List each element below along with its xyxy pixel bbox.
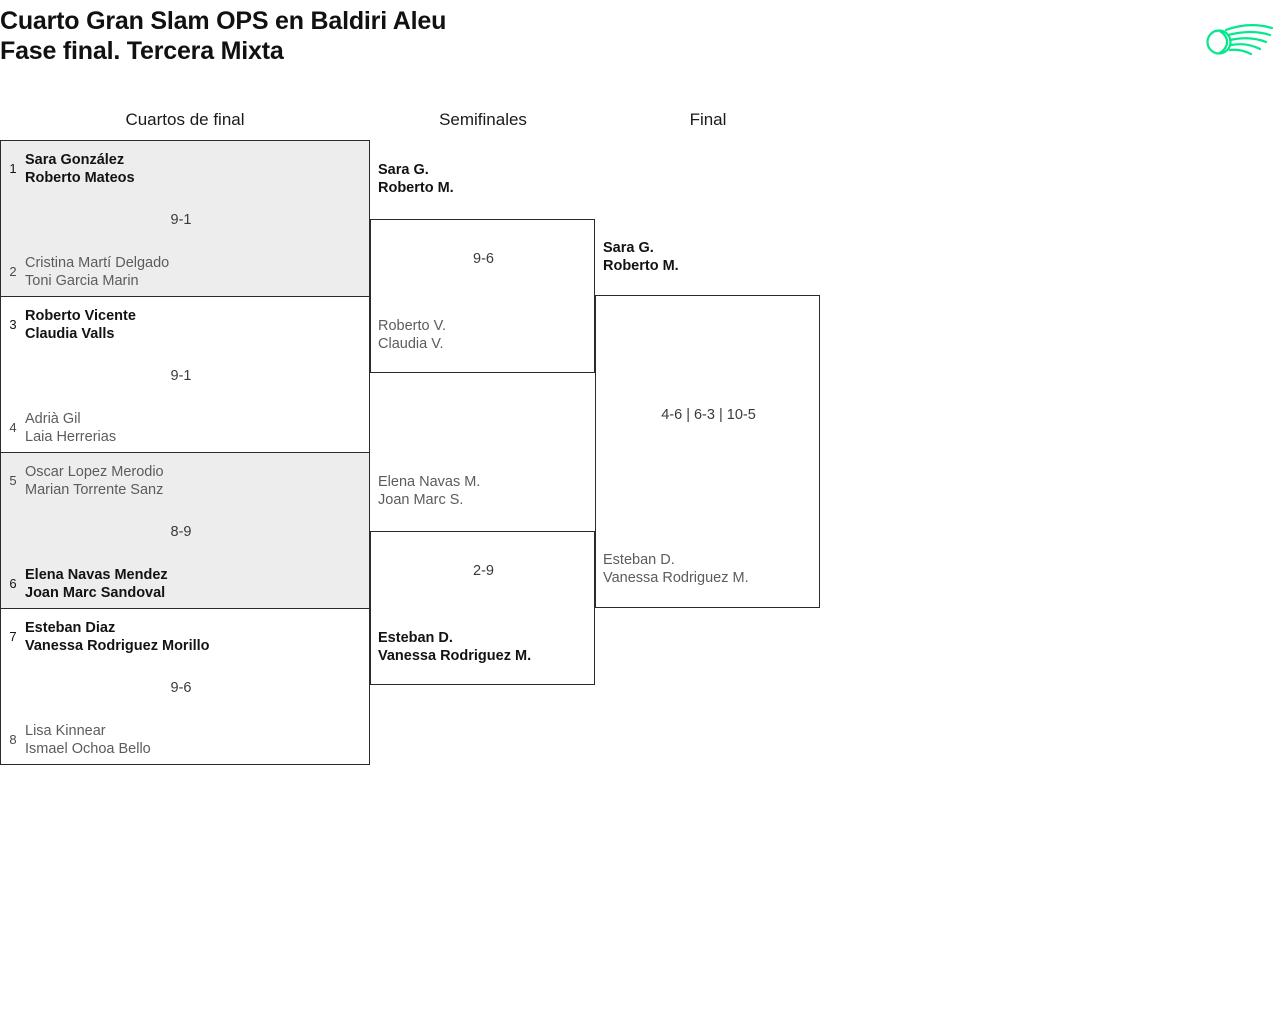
- player-name: Sara González: [25, 152, 125, 168]
- team-names: Lisa Kinnear Ismael Ochoa Bello: [25, 722, 151, 758]
- bracket-team[interactable]: Sara G. Roberto M.: [603, 239, 679, 275]
- match-score: 8-9: [170, 524, 192, 540]
- seed-number: 8: [9, 732, 17, 747]
- team-names: Cristina Martí Delgado Toni Garcia Marin: [25, 254, 169, 290]
- player-name: Roberto M.: [603, 258, 679, 274]
- team-names: Oscar Lopez Merodio Marian Torrente Sanz: [25, 463, 164, 499]
- player-name: Esteban Diaz: [25, 620, 116, 636]
- quarterfinal-match-4[interactable]: 7 Esteban Diaz Vanessa Rodriguez Morillo…: [0, 608, 370, 765]
- title-line-2: Fase final. Tercera Mixta: [0, 37, 284, 65]
- team-names: Sara González Roberto Mateos: [25, 151, 135, 187]
- seed-number: 2: [9, 264, 17, 279]
- player-name: Elena Navas M.: [378, 474, 481, 490]
- bracket-team[interactable]: Roberto V. Claudia V.: [378, 317, 446, 353]
- seed-number: 5: [9, 473, 17, 488]
- player-name: Cristina Martí Delgado: [25, 255, 170, 271]
- player-name: Esteban D.: [603, 552, 675, 568]
- player-name: Esteban D.: [378, 630, 453, 646]
- quarterfinal-match-1[interactable]: 1 Sara González Roberto Mateos 9-1 2 Cri…: [0, 140, 370, 297]
- player-name: Roberto Mateos: [25, 170, 135, 186]
- player-name: Oscar Lopez Merodio: [25, 464, 164, 480]
- seed-number: 3: [9, 317, 17, 332]
- final-match[interactable]: Sara G. Roberto M. 4-6 | 6-3 | 10-5 Este…: [595, 240, 820, 608]
- match-score: 9-1: [170, 368, 192, 384]
- team-names: Elena Navas Mendez Joan Marc Sandoval: [25, 566, 168, 602]
- bracket-team[interactable]: 2 Cristina Martí Delgado Toni Garcia Mar…: [1, 254, 361, 290]
- round-header-final: Final: [689, 110, 727, 129]
- team-names: Adrià Gil Laia Herrerias: [25, 410, 116, 446]
- player-name: Joan Marc S.: [378, 492, 464, 508]
- player-name: Vanessa Rodriguez Morillo: [25, 638, 210, 654]
- round-header-quarterfinals: Cuartos de final: [125, 110, 245, 129]
- seed-number: 6: [9, 576, 17, 591]
- player-name: Sara G.: [603, 240, 654, 256]
- bracket-team[interactable]: Elena Navas M. Joan Marc S.: [378, 473, 480, 509]
- match-score: 9-1: [170, 212, 192, 228]
- player-name: Vanessa Rodriguez M.: [378, 648, 532, 664]
- bracket-team[interactable]: 4 Adrià Gil Laia Herrerias: [1, 410, 361, 446]
- player-name: Roberto M.: [378, 180, 454, 196]
- player-name: Joan Marc Sandoval: [25, 585, 166, 601]
- bracket-team[interactable]: 1 Sara González Roberto Mateos: [1, 151, 361, 187]
- player-name: Ismael Ochoa Bello: [25, 741, 151, 757]
- bracket-team[interactable]: 5 Oscar Lopez Merodio Marian Torrente Sa…: [1, 463, 361, 499]
- bracket-team[interactable]: 6 Elena Navas Mendez Joan Marc Sandoval: [1, 566, 361, 602]
- team-names: Roberto Vicente Claudia Valls: [25, 307, 136, 343]
- player-name: Elena Navas Mendez: [25, 567, 168, 583]
- seed-number: 7: [9, 629, 17, 644]
- round-header-semifinals: Semifinales: [439, 110, 527, 129]
- player-name: Roberto V.: [378, 318, 446, 334]
- bracket-team[interactable]: 7 Esteban Diaz Vanessa Rodriguez Morillo: [1, 619, 361, 655]
- title-line-1: Cuarto Gran Slam OPS en Baldiri Aleu: [0, 7, 447, 35]
- player-name: Roberto Vicente: [25, 308, 136, 324]
- tennis-ball-swoosh-logo: [1200, 16, 1280, 64]
- player-name: Laia Herrerias: [25, 429, 117, 445]
- quarterfinal-match-2[interactable]: 3 Roberto Vicente Claudia Valls 9-1 4 Ad…: [0, 296, 370, 453]
- player-name: Lisa Kinnear: [25, 723, 106, 739]
- bracket-team[interactable]: Esteban D. Vanessa Rodriguez M.: [378, 629, 531, 665]
- bracket-team[interactable]: Sara G. Roberto M.: [378, 161, 454, 197]
- player-name: Adrià Gil: [25, 411, 81, 427]
- semifinal-match-1[interactable]: Sara G. Roberto M. 9-6 Roberto V. Claudi…: [370, 162, 595, 373]
- match-score: 9-6: [473, 251, 494, 267]
- player-name: Sara G.: [378, 162, 429, 178]
- seed-number: 1: [9, 161, 17, 176]
- player-name: Toni Garcia Marin: [25, 273, 139, 289]
- bracket-team[interactable]: Esteban D. Vanessa Rodriguez M.: [603, 551, 749, 587]
- match-score: 9-6: [170, 680, 192, 696]
- player-name: Vanessa Rodriguez M.: [603, 570, 749, 586]
- team-names: Esteban Diaz Vanessa Rodriguez Morillo: [25, 619, 210, 655]
- quarterfinal-match-3[interactable]: 5 Oscar Lopez Merodio Marian Torrente Sa…: [0, 452, 370, 609]
- match-score: 2-9: [473, 563, 494, 579]
- match-score: 4-6 | 6-3 | 10-5: [661, 407, 756, 423]
- bracket-team[interactable]: 8 Lisa Kinnear Ismael Ochoa Bello: [1, 722, 361, 758]
- player-name: Claudia V.: [378, 336, 444, 352]
- bracket-team[interactable]: 3 Roberto Vicente Claudia Valls: [1, 307, 361, 343]
- player-name: Claudia Valls: [25, 326, 115, 342]
- seed-number: 4: [9, 420, 17, 435]
- page-title: Cuarto Gran Slam OPS en Baldiri Aleu Fas…: [0, 6, 900, 66]
- semifinal-match-2[interactable]: Elena Navas M. Joan Marc S. 2-9 Esteban …: [370, 474, 595, 685]
- player-name: Marian Torrente Sanz: [25, 482, 164, 498]
